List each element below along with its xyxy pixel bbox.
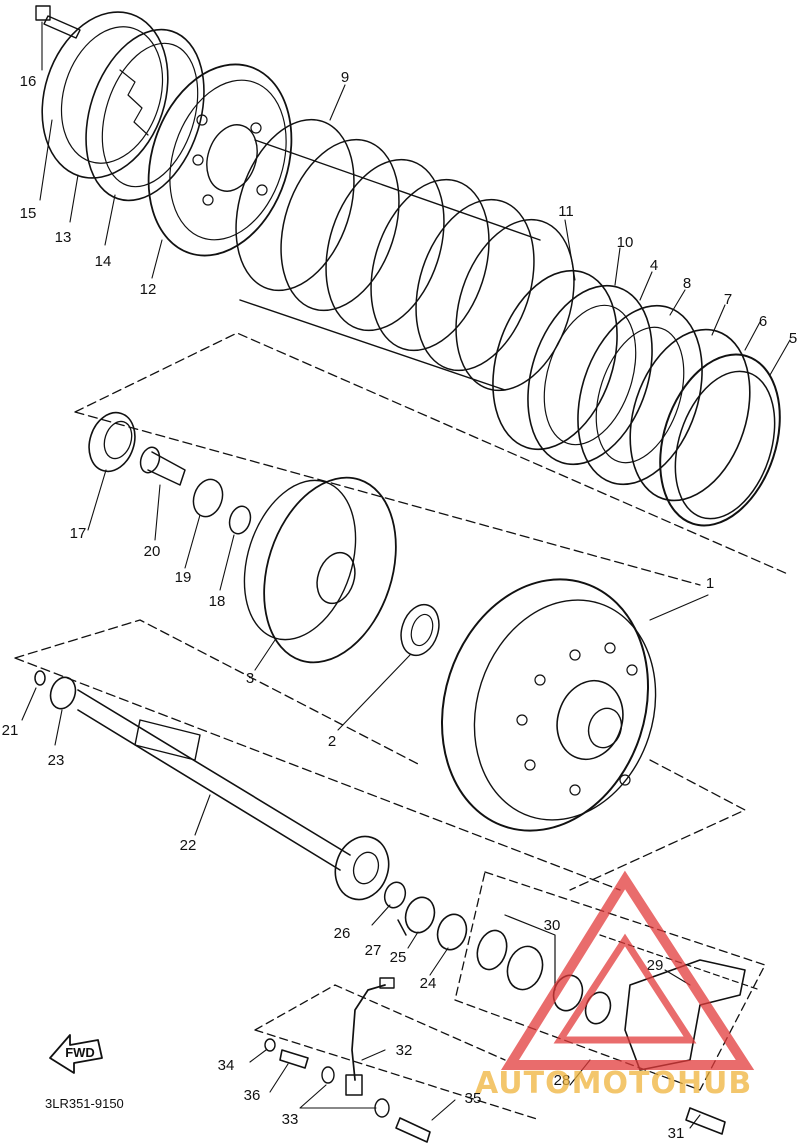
callout-24: 24 bbox=[420, 975, 437, 992]
upper-assembly-drawing bbox=[35, 5, 791, 586]
callout-31: 31 bbox=[668, 1125, 685, 1142]
washer-18-drawing bbox=[219, 505, 252, 591]
circlip-21-drawing bbox=[34, 670, 46, 686]
callout-13: 13 bbox=[55, 229, 72, 246]
callout-8: 8 bbox=[683, 275, 691, 292]
nut-19-drawing bbox=[184, 478, 224, 569]
lower-assembly-drawing bbox=[14, 619, 746, 976]
callout-20: 20 bbox=[144, 543, 161, 560]
callout-26: 26 bbox=[334, 925, 351, 942]
fwd-label: FWD bbox=[65, 1045, 95, 1060]
callout-labels: 9 16 15 13 14 12 11 10 4 8 7 6 5 17 20 1… bbox=[2, 69, 798, 1142]
callout-6: 6 bbox=[759, 313, 767, 330]
callout-34: 34 bbox=[218, 1057, 235, 1074]
callout-36: 36 bbox=[244, 1087, 261, 1104]
fwd-arrow-icon: FWD bbox=[49, 1034, 103, 1074]
oring-26-drawing bbox=[383, 881, 407, 909]
friction-plates-drawing bbox=[492, 269, 781, 527]
callout-21: 21 bbox=[2, 722, 19, 739]
callout-14: 14 bbox=[95, 253, 112, 270]
callout-29: 29 bbox=[647, 957, 664, 974]
shaft-22-drawing bbox=[77, 689, 390, 901]
clutch-plates-9-drawing bbox=[235, 118, 575, 392]
callout-32: 32 bbox=[396, 1042, 413, 1059]
callout-3: 3 bbox=[246, 670, 254, 687]
callout-33: 33 bbox=[282, 1111, 299, 1128]
gear-3-drawing bbox=[243, 476, 397, 671]
callout-2: 2 bbox=[328, 733, 336, 750]
callout-9: 9 bbox=[341, 69, 349, 86]
pressure-plate-12-drawing bbox=[147, 63, 293, 257]
callout-23: 23 bbox=[48, 752, 65, 769]
washer-2-drawing bbox=[337, 603, 440, 731]
callout-22: 22 bbox=[180, 837, 197, 854]
middle-assembly-drawing bbox=[87, 411, 709, 832]
callout-30: 30 bbox=[544, 917, 561, 934]
callout-28: 28 bbox=[554, 1072, 571, 1089]
bearing-17-drawing bbox=[87, 411, 136, 531]
watermark-triangle-icon bbox=[501, 870, 755, 1070]
cover-15-drawing bbox=[41, 11, 169, 179]
callout-19: 19 bbox=[175, 569, 192, 586]
shaft-20-drawing bbox=[139, 446, 186, 541]
bush-25-drawing bbox=[404, 896, 436, 934]
callout-35: 35 bbox=[465, 1090, 482, 1107]
callout-11: 11 bbox=[558, 203, 574, 220]
seal-24-drawing bbox=[436, 913, 468, 951]
pin-27-drawing bbox=[397, 919, 407, 936]
callout-7: 7 bbox=[724, 291, 732, 308]
callout-27: 27 bbox=[365, 942, 382, 959]
callout-16: 16 bbox=[20, 73, 37, 90]
part-code: 3LR351-9150 bbox=[45, 1096, 124, 1111]
callout-5: 5 bbox=[789, 330, 797, 347]
callout-17: 17 bbox=[70, 525, 87, 542]
ring-13-14-drawing bbox=[85, 28, 205, 202]
callout-18: 18 bbox=[209, 593, 226, 610]
callout-10: 10 bbox=[617, 234, 634, 251]
callout-1: 1 bbox=[706, 575, 714, 592]
clutch-housing-1-drawing bbox=[440, 578, 709, 832]
collar-23-drawing bbox=[49, 676, 77, 710]
callout-12: 12 bbox=[140, 281, 157, 298]
watermark-text: AUTOMOTOHUB bbox=[475, 1066, 752, 1101]
callout-4: 4 bbox=[650, 257, 658, 274]
cable-and-bolts-drawing bbox=[249, 977, 541, 1143]
bolt-16-drawing bbox=[35, 5, 81, 39]
callout-15: 15 bbox=[20, 205, 37, 222]
automotohub-watermark: AUTOMOTOHUB bbox=[475, 870, 755, 1101]
callout-25: 25 bbox=[390, 949, 407, 966]
